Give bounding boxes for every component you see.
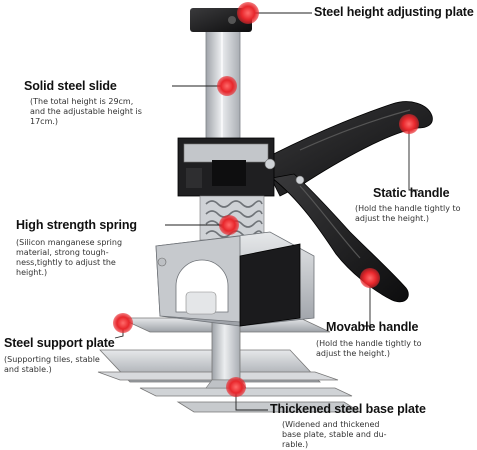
callout-slide: Solid steel slide (The total height is 2… [24, 79, 142, 127]
callout-title: Static handle [373, 186, 450, 200]
callout-desc: (Silicon manganese spring material, stro… [16, 238, 123, 277]
callout-title: High strength spring [16, 218, 137, 232]
callout-desc: (Supporting tiles, stable and stable.) [4, 355, 100, 374]
marker-base-plate [226, 377, 246, 397]
callout-title: Thickened steel base plate [270, 402, 426, 416]
marker-spring [219, 215, 239, 235]
callout-adjusting-plate: Steel height adjusting plate [314, 5, 474, 19]
callout-title: Steel height adjusting plate [314, 5, 474, 19]
clamp-head [177, 137, 305, 197]
callout-desc: (Widened and thickened base plate, stabl… [282, 420, 387, 449]
callout-support-plate: Steel support plate (Supporting tiles, s… [4, 336, 115, 375]
marker-adjusting-plate [237, 2, 259, 24]
callout-desc: (Hold the handle tightly to adjust the h… [316, 339, 422, 358]
marker-static-handle [399, 114, 419, 134]
callout-movable-handle: Movable handle (Hold the handle tightly … [316, 320, 422, 359]
callout-desc: (Hold the handle tightly to adjust the h… [355, 204, 461, 223]
callout-static-handle: Static handle (Hold the handle tightly t… [355, 186, 461, 224]
marker-slide [217, 76, 237, 96]
top-plate [190, 8, 252, 32]
callout-spring: High strength spring (Silicon manganese … [16, 218, 137, 278]
static-handle [261, 101, 433, 197]
marker-movable-handle [360, 268, 380, 288]
callout-title: Steel support plate [4, 336, 115, 350]
callout-desc: (The total height is 29cm, and the adjus… [30, 97, 142, 126]
callout-base-plate: Thickened steel base plate (Widened and … [270, 402, 426, 450]
red-markers [113, 2, 419, 397]
marker-support-plate [113, 313, 133, 333]
callout-title: Movable handle [326, 320, 419, 334]
callout-title: Solid steel slide [24, 79, 117, 93]
lower-body [155, 231, 315, 327]
